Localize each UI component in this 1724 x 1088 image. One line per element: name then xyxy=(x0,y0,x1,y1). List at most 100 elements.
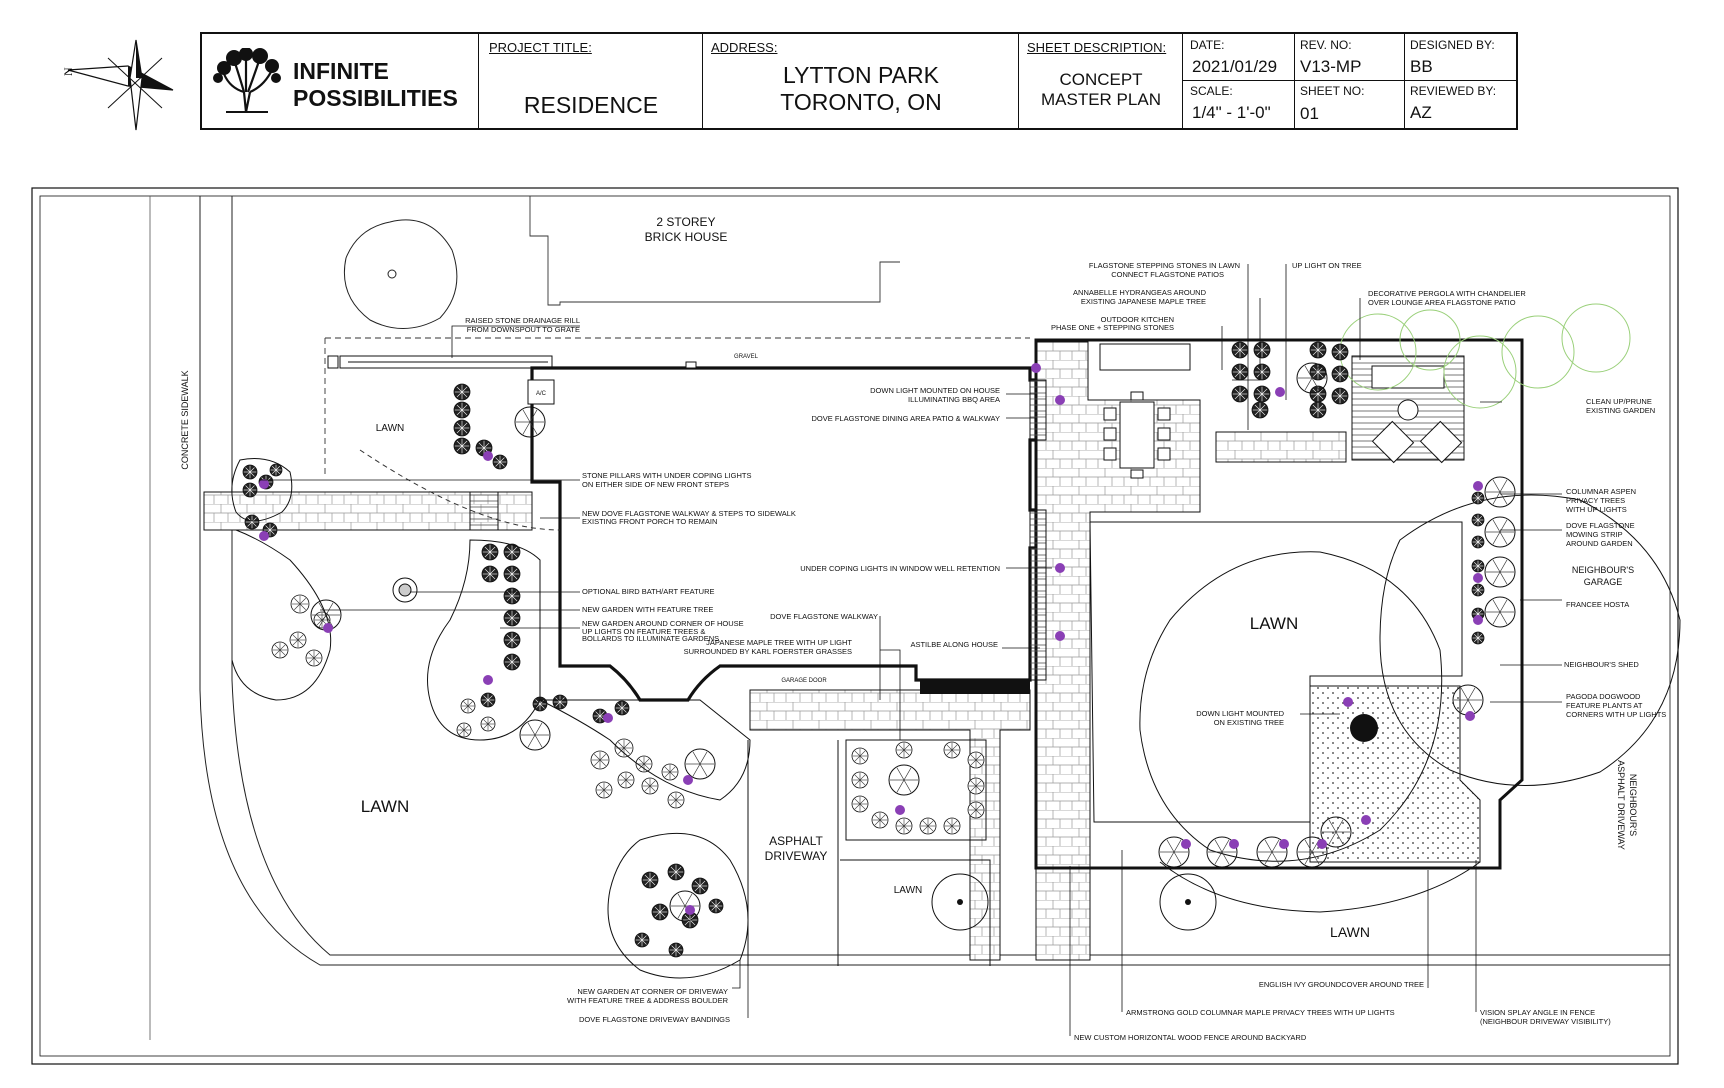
plant-symbol xyxy=(1251,401,1269,419)
uplight-icon xyxy=(1465,711,1475,721)
company-name: INFINITE POSSIBILITIES xyxy=(293,58,458,112)
plant-symbol xyxy=(943,741,961,759)
plant-symbol xyxy=(595,781,613,799)
back-lawn-edge xyxy=(1089,521,1463,823)
note-kitchen-1: OUTDOOR KITCHEN xyxy=(1101,315,1174,324)
address-label: ADDRESS: xyxy=(711,40,778,55)
note-stepping-2: CONNECT FLAGSTONE PATIOS xyxy=(1111,270,1224,279)
plant-symbol xyxy=(895,817,913,835)
plant-symbol xyxy=(708,898,724,914)
note-pillars-1: STONE PILLARS WITH UNDER COPING LIGHTS xyxy=(582,471,751,480)
existing-tree-front xyxy=(343,219,458,329)
note-mowing-1: DOVE FLAGSTONE xyxy=(1566,521,1635,530)
note-dining-patio: DOVE FLAGSTONE DINING AREA PATIO & WALKW… xyxy=(811,414,1000,423)
project-title: RESIDENCE xyxy=(523,92,659,118)
note-drainage-2: FROM DOWNSPOUT TO GRATE xyxy=(467,325,580,334)
plant-symbol xyxy=(453,401,471,419)
uplight-icon xyxy=(1181,839,1191,849)
note-astilbe: ASTILBE ALONG HOUSE xyxy=(910,640,998,649)
plant-symbol xyxy=(1309,401,1327,419)
note-driveway-garden-1: NEW GARDEN AT CORNER OF DRIVEWAY xyxy=(577,987,728,996)
sheet-frame-outer xyxy=(31,187,1679,1065)
north-letter: N xyxy=(61,67,75,76)
uplight-icon xyxy=(1031,363,1041,373)
uplight-icon xyxy=(1275,387,1285,397)
plant-symbol xyxy=(1471,559,1485,573)
uplight-icon xyxy=(1473,573,1483,583)
rev-value: V13-MP xyxy=(1300,57,1362,76)
uplight-icon xyxy=(483,675,493,685)
uplight-icon xyxy=(683,775,693,785)
window-well-1 xyxy=(1029,379,1047,441)
note-ivy: ENGLISH IVY GROUNDCOVER AROUND TREE xyxy=(1259,980,1424,989)
plant-symbol xyxy=(290,594,310,614)
uplight-icon xyxy=(1473,615,1483,625)
project-title-label: PROJECT TITLE: xyxy=(489,40,592,55)
concrete-sidewalk-label: CONCRETE SIDEWALK xyxy=(180,370,190,469)
plant-symbol xyxy=(503,653,521,671)
note-dove-walkway: DOVE FLAGSTONE WALKWAY xyxy=(770,612,878,621)
plant-symbol xyxy=(1471,513,1485,527)
plant-symbol xyxy=(453,437,471,455)
address-line2: TORONTO, ON xyxy=(780,89,942,115)
note-dogwood-1: PAGODA DOGWOOD xyxy=(1566,692,1641,701)
plant-symbol xyxy=(1309,341,1327,359)
tree-symbol xyxy=(1256,836,1288,868)
plant-symbol xyxy=(289,631,307,649)
front-garden-beds xyxy=(231,458,751,979)
tree-symbol xyxy=(1484,556,1516,588)
tree-symbol xyxy=(1320,816,1352,848)
existing-large-canopies xyxy=(1139,494,1681,913)
uplight-icon xyxy=(1361,815,1371,825)
backyard-fence xyxy=(1034,338,1524,870)
tree-symbol xyxy=(888,764,920,796)
plant-symbol xyxy=(481,543,499,561)
plant-symbol xyxy=(667,791,685,809)
note-walkway-1: NEW DOVE FLAGSTONE WALKWAY & STEPS TO SI… xyxy=(582,509,796,518)
neighbours-garage-label-2: GARAGE xyxy=(1584,577,1623,587)
note-hydrangeas-2: EXISTING JAPANESE MAPLE TREE xyxy=(1081,297,1206,306)
designed-label: DESIGNED BY: xyxy=(1410,38,1495,52)
tree-symbol xyxy=(1158,836,1190,868)
note-aspen-2: PRIVACY TREES xyxy=(1566,496,1625,505)
note-fence: NEW CUSTOM HORIZONTAL WOOD FENCE AROUND … xyxy=(1074,1033,1307,1042)
note-drainage-1: RAISED STONE DRAINAGE RILL xyxy=(465,316,580,325)
plant-symbol xyxy=(1471,535,1485,549)
drainage-rill xyxy=(327,355,553,369)
plant-symbol xyxy=(943,817,961,835)
uplight-icon xyxy=(895,805,905,815)
uplight-icon xyxy=(1055,631,1065,641)
neighbour-house-outline xyxy=(529,196,900,306)
plant-symbol xyxy=(1331,365,1349,383)
tree-symbol xyxy=(1296,836,1328,868)
plant-symbol xyxy=(1231,363,1249,381)
plant-symbol xyxy=(851,795,869,813)
neighbours-driveway-label-2: ASPHALT DRIVEWAY xyxy=(1616,760,1626,850)
plant-symbol xyxy=(590,750,610,770)
uplight-icon xyxy=(483,451,493,461)
sheet-frame-inner xyxy=(39,195,1671,1057)
north-arrow-icon: N xyxy=(61,39,174,131)
tree-symbol xyxy=(1484,476,1516,508)
reviewed-value: AZ xyxy=(1410,103,1432,122)
driveway-tree xyxy=(931,873,989,931)
note-driveway-garden-2: WITH FEATURE TREE & ADDRESS BOULDER xyxy=(567,996,729,1005)
note-maple-1: JAPANESE MAPLE TREE WITH UP LIGHT xyxy=(706,638,852,647)
note-hosta: FRANCEE HOSTA xyxy=(1566,600,1629,609)
plant-symbol xyxy=(691,877,709,895)
plant-symbol xyxy=(1253,341,1271,359)
gravel-marker xyxy=(685,361,697,369)
address-cell: ADDRESS: LYTTON PARK TORONTO, ON xyxy=(702,34,1018,128)
pergola xyxy=(1351,355,1465,464)
note-downlight-tree-1: DOWN LIGHT MOUNTED xyxy=(1196,709,1284,718)
shrub-clusters xyxy=(242,341,1516,958)
asphalt-driveway-label-1: ASPHALT xyxy=(769,834,823,848)
note-dogwood-2: FEATURE PLANTS AT xyxy=(1566,701,1643,710)
plant-symbol xyxy=(503,587,521,605)
uplight-icon xyxy=(1055,563,1065,573)
plant-symbol xyxy=(668,942,684,958)
plant-symbol xyxy=(480,716,496,732)
note-walkway-2: EXISTING FRONT PORCH TO REMAIN xyxy=(582,517,717,526)
ac-label: A/C xyxy=(536,391,547,397)
